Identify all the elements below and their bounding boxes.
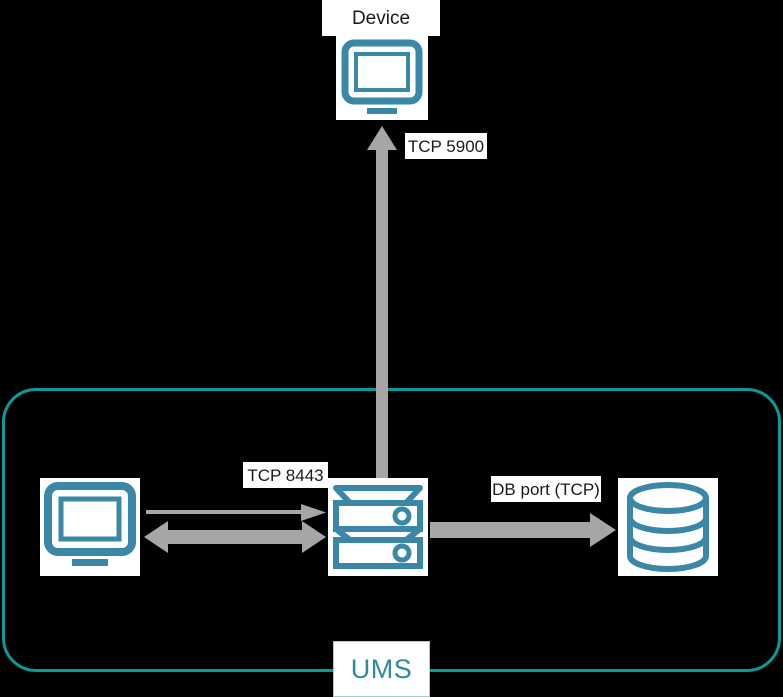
connection-console-to-server-thin-arrow <box>146 504 326 521</box>
database-cylinder-icon <box>618 478 718 576</box>
connection-device-to-server-arrow <box>367 126 397 478</box>
connection-label-tcp-5900: TCP 5900 <box>405 133 487 159</box>
ums-boundary-tag: UMS <box>333 641 430 697</box>
connection-label-tcp-8443: TCP 8443 <box>243 462 328 488</box>
server-icon <box>328 478 428 576</box>
connection-label-db-port: DB port (TCP) <box>491 476 601 502</box>
device-monitor-icon <box>336 36 428 120</box>
connection-server-to-database-arrow <box>430 513 616 547</box>
device-label: Device <box>322 0 440 36</box>
console-monitor-icon <box>40 478 140 576</box>
connection-console-to-server-double-arrow <box>144 521 326 553</box>
